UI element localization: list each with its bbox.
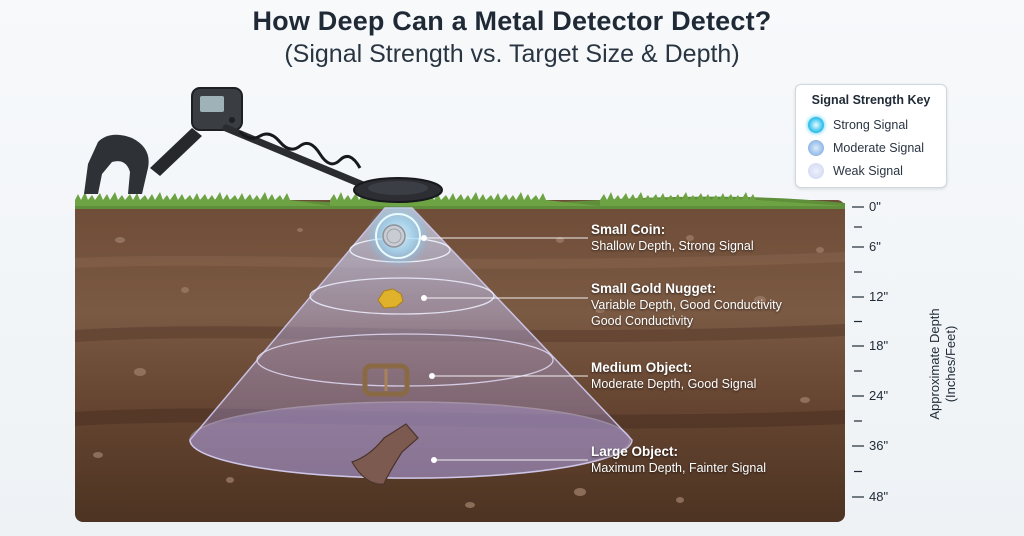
metal-detector-icon xyxy=(84,87,443,203)
belt-buckle-icon xyxy=(362,363,410,397)
annotation-description-extra: Good Conductivity xyxy=(591,314,694,328)
annotation-description: Moderate Depth, Good Signal xyxy=(591,377,757,391)
annotation-title: Small Coin: xyxy=(591,222,666,237)
page-subtitle: (Signal Strength vs. Target Size & Depth… xyxy=(284,40,740,68)
signal-strength-key: Signal Strength Key Strong Signal Modera… xyxy=(795,84,947,188)
depth-tick-label: 12" xyxy=(869,289,889,304)
depth-axis xyxy=(852,206,864,498)
depth-axis-title-line1: Approximate Depth xyxy=(927,308,942,420)
depth-tick-label: 18" xyxy=(869,338,889,353)
key-label: Strong Signal xyxy=(833,118,909,132)
axe-head-icon xyxy=(351,423,419,485)
strong-signal-swatch xyxy=(808,117,824,133)
key-item-strong: Strong Signal xyxy=(808,115,908,135)
depth-tick-label: 36" xyxy=(869,438,889,453)
key-label: Moderate Signal xyxy=(833,141,925,155)
annotation-small-gold-nugget: Small Gold Nugget: Variable Depth, Good … xyxy=(591,280,782,329)
depth-axis-title: Approximate Depth (Inches/Feet) xyxy=(927,264,959,464)
annotation-description: Maximum Depth, Fainter Signal xyxy=(591,461,767,475)
gold-nugget-icon xyxy=(377,288,404,309)
page-title: How Deep Can a Metal Detector Detect? xyxy=(252,6,772,36)
annotation-title: Large Object: xyxy=(591,444,679,459)
key-item-moderate: Moderate Signal xyxy=(808,138,924,158)
depth-axis-title-line2: (Inches/Feet) xyxy=(943,325,958,403)
annotation-medium-object: Medium Object: Moderate Depth, Good Sign… xyxy=(591,359,756,392)
coin-icon xyxy=(382,224,406,248)
annotation-title: Small Gold Nugget: xyxy=(591,281,717,296)
leader-dot xyxy=(429,373,435,379)
leader-dot xyxy=(421,235,427,241)
depth-tick-label: 48" xyxy=(869,489,889,504)
depth-tick-label: 24" xyxy=(869,388,889,403)
annotation-description: Shallow Depth, Strong Signal xyxy=(591,239,754,253)
key-title: Signal Strength Key xyxy=(811,93,931,107)
depth-tick-label: 6" xyxy=(869,239,881,254)
annotation-large-object: Large Object: Maximum Depth, Fainter Sig… xyxy=(591,443,766,476)
leader-lines xyxy=(424,237,588,461)
annotation-title: Medium Object: xyxy=(591,360,693,375)
key-item-weak: Weak Signal xyxy=(808,161,903,181)
annotation-description: Variable Depth, Good Conductivity xyxy=(591,298,782,312)
weak-signal-swatch xyxy=(808,163,824,179)
leader-dot xyxy=(431,457,437,463)
key-label: Weak Signal xyxy=(833,164,903,178)
annotation-small-coin: Small Coin: Shallow Depth, Strong Signal xyxy=(591,221,754,254)
depth-tick-label: 0" xyxy=(869,199,881,214)
moderate-signal-swatch xyxy=(808,140,824,156)
leader-dot xyxy=(421,295,427,301)
